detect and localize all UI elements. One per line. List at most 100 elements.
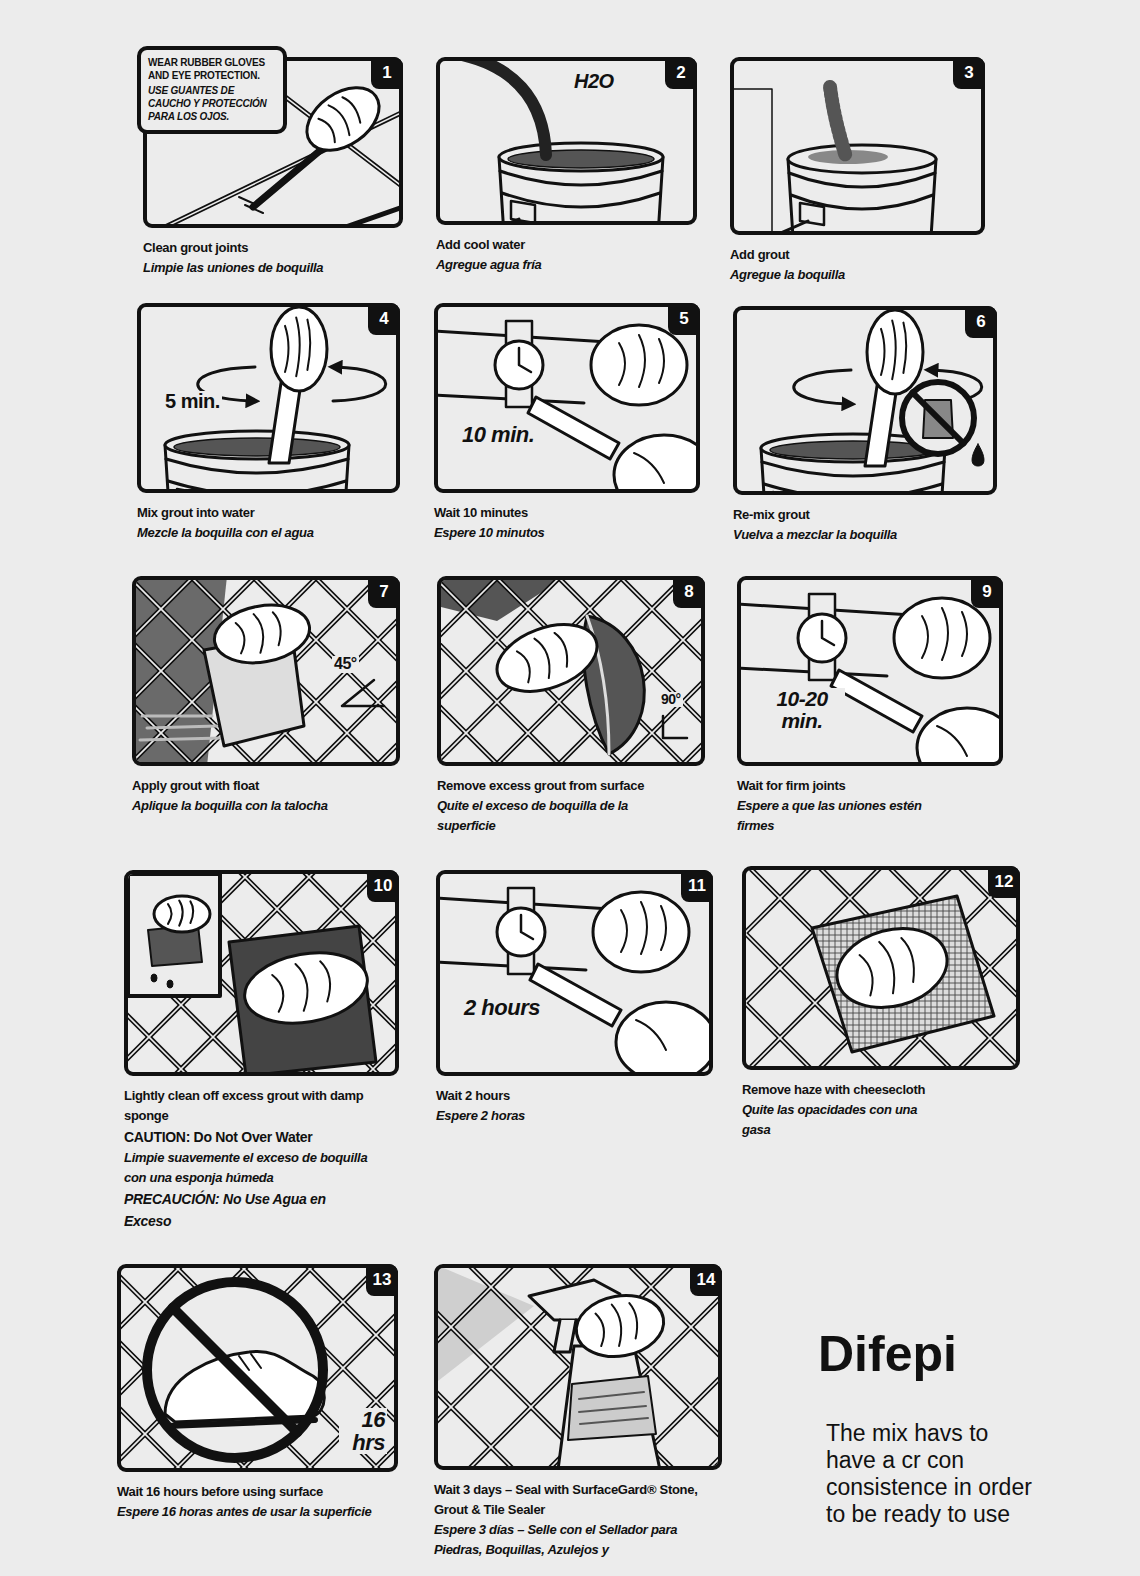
- hand: [892, 321, 896, 380]
- step-panel: Wait 10 minutesEspere 10 minutos510 min.: [434, 303, 700, 493]
- hand: [881, 329, 885, 375]
- hand: [917, 708, 999, 762]
- water-stream: [446, 61, 546, 155]
- prohibition-sign: [902, 382, 974, 454]
- warning-box: WEAR RUBBER GLOVES AND EYE PROTECTION.US…: [137, 46, 287, 134]
- watch-face: [495, 341, 543, 389]
- hand: [937, 726, 967, 756]
- prohibition-sign: [902, 382, 974, 454]
- caption-text: Espere 16 horas antes de usar la superfi…: [117, 1502, 372, 1522]
- hand: [271, 307, 327, 391]
- grout-line: [314, 580, 396, 762]
- finger: [528, 397, 619, 459]
- caption-group: Wait 2 hoursEspere 2 horas: [436, 1086, 713, 1126]
- grout-line: [314, 580, 396, 762]
- note-text: The mix havs to have a cr con consistenc…: [826, 1420, 1038, 1528]
- bucket: [789, 173, 935, 187]
- warning-text: USE GUANTES DE CAUCHO Y PROTECCIÓN PARA …: [148, 84, 277, 123]
- prohibition-sign: [147, 1282, 323, 1458]
- hand: [828, 917, 956, 1019]
- caption-text: Remove haze with cheesecloth: [742, 1080, 947, 1100]
- caption-text: Add cool water: [436, 235, 697, 255]
- bucket: [511, 201, 535, 221]
- watch-face: [497, 908, 545, 956]
- caption-text: Espere a que las uniones estén firmes: [737, 796, 962, 836]
- hand: [168, 904, 172, 924]
- step-number: 2: [665, 57, 697, 89]
- panel-illustration: [141, 307, 386, 489]
- wall: [734, 89, 772, 231]
- fist: [621, 902, 666, 954]
- hand: [210, 598, 314, 670]
- caption-text: Wait 16 hours before using surface: [117, 1482, 372, 1502]
- watch-hands: [521, 915, 533, 939]
- panel-label: 10-20 min.: [759, 688, 845, 732]
- caption-text: Remove excess grout from surface: [437, 776, 652, 796]
- caption-text: Re-mix grout: [733, 505, 997, 525]
- hand: [154, 896, 210, 932]
- step-panel: WEAR RUBBER GLOVES AND EYE PROTECTION.US…: [143, 57, 403, 228]
- caption-text: Wait 3 days – Seal with SurfaceGard® Sto…: [434, 1480, 719, 1520]
- water-drop: [167, 980, 173, 988]
- caption-text: Quite el exceso de boquilla de la superf…: [437, 796, 652, 836]
- step-number: 5: [668, 303, 700, 335]
- hand: [614, 435, 696, 489]
- bucket: [500, 171, 662, 185]
- spray-bottle: [558, 1346, 660, 1466]
- watch-hands: [822, 621, 834, 645]
- step-panel: Add cool waterAgregue agua fría2H2O: [436, 57, 697, 225]
- brush: [239, 197, 263, 213]
- prohibition-sign: [913, 393, 964, 444]
- bucket: [168, 481, 346, 489]
- step-number: 7: [368, 576, 400, 608]
- stir-arrow: [794, 370, 851, 404]
- step-number: 3: [953, 57, 985, 89]
- hand: [271, 307, 327, 391]
- panel-label: H2O: [572, 71, 616, 92]
- grout-line: [708, 1268, 718, 1466]
- step-number: 11: [681, 870, 713, 902]
- watch-hands: [519, 348, 531, 372]
- panel-illustration: [741, 594, 999, 762]
- caption-text: Espere 2 horas: [436, 1106, 713, 1126]
- caption-text: Quite las opacidades con una gasa: [742, 1100, 947, 1140]
- fist: [894, 598, 990, 678]
- hand: [342, 95, 363, 123]
- caption-text: Add grout: [730, 245, 985, 265]
- step-panel: Wait 3 days – Seal with SurfaceGard® Sto…: [434, 1264, 722, 1470]
- water: [174, 438, 340, 456]
- hand: [571, 1289, 668, 1363]
- step-panel: Add groutAgregue la boquilla3: [730, 57, 985, 235]
- finger: [530, 964, 621, 1026]
- bucket: [762, 462, 944, 476]
- grout-line: [441, 580, 499, 762]
- angle-symbol: [663, 716, 687, 738]
- step-number: 4: [368, 303, 400, 335]
- panel-illustration: [121, 1268, 394, 1468]
- hand: [285, 326, 289, 372]
- caption-group: Wait for firm jointsEspere a que las uni…: [737, 776, 962, 836]
- caption-text: PRECAUCIÓN: No Use Agua en Exceso: [124, 1188, 369, 1232]
- panel-label: 5 min.: [163, 391, 222, 412]
- step-panel: Wait 16 hours before using surfaceEspere…: [117, 1264, 398, 1472]
- hand: [254, 613, 267, 653]
- bucket: [166, 459, 348, 473]
- grout-line: [441, 580, 499, 762]
- hand: [534, 636, 554, 678]
- caption-text: Mix grout into water: [137, 503, 400, 523]
- grout-line: [190, 580, 380, 762]
- step-panel: Apply grout with floatAplique la boquill…: [132, 576, 400, 766]
- grout-line: [136, 580, 194, 762]
- step-panel: Re-mix groutVuelva a mezclar la boquilla…: [733, 306, 997, 495]
- hand: [190, 901, 193, 923]
- panel-illustration: [441, 580, 701, 762]
- panel-label: 10 min.: [460, 423, 536, 446]
- sketch-line: [343, 207, 399, 224]
- grout-line: [468, 1268, 674, 1466]
- hand: [879, 940, 900, 993]
- grout-line: [708, 1268, 718, 1466]
- stir-arrow: [333, 367, 386, 401]
- caption-text: Limpie suavemente el exceso de boquilla …: [124, 1148, 369, 1188]
- grout-line: [136, 580, 194, 762]
- step-panel: Wait for firm jointsEspere a que las uni…: [737, 576, 1003, 766]
